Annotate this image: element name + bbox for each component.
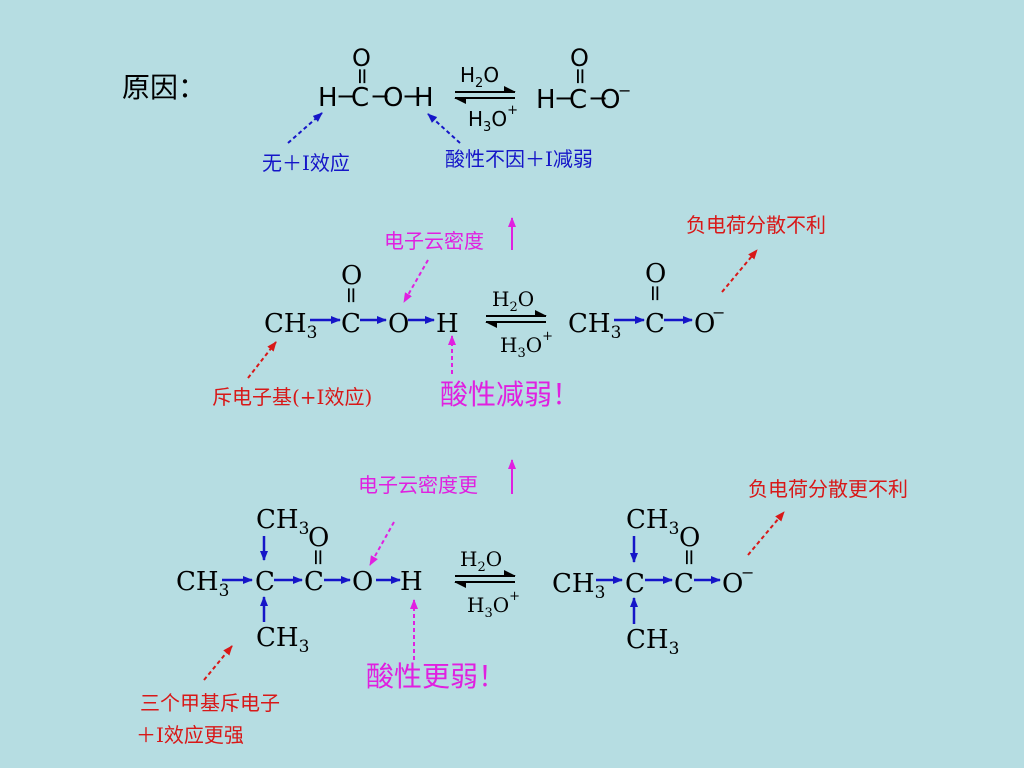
svg-text:CH3: CH3 bbox=[568, 309, 621, 343]
formic-h-left: H bbox=[318, 83, 338, 113]
svg-text:CH3: CH3 bbox=[626, 625, 679, 659]
svg-text:CH3: CH3 bbox=[176, 567, 229, 601]
formic-note-right: 酸性不因＋I减弱 bbox=[445, 147, 593, 171]
svg-text:C: C bbox=[569, 85, 587, 115]
acetic-acid-structure: O = CH3 C O H bbox=[264, 261, 459, 343]
acetic-donor-arrow bbox=[247, 341, 277, 379]
svg-text:C: C bbox=[304, 567, 324, 597]
acetic-donor-note: 斥电子基(+I效应) bbox=[212, 385, 372, 409]
svg-text:H2O: H2O bbox=[492, 287, 534, 315]
acetic-density-pointer bbox=[403, 259, 429, 303]
svg-text:O: O bbox=[722, 569, 743, 599]
svg-text:H3O+: H3O+ bbox=[500, 329, 553, 361]
svg-text:O: O bbox=[352, 567, 373, 597]
formic-acid-structure: O = H − C − O − H bbox=[318, 44, 434, 113]
svg-text:=: = bbox=[642, 284, 667, 302]
svg-text:=: = bbox=[305, 548, 330, 566]
svg-text:C: C bbox=[625, 569, 645, 599]
acetic-dispersion-note: 负电荷分散不利 bbox=[686, 213, 826, 237]
pivalic-density-pointer bbox=[369, 521, 395, 566]
acetic-acidity-note: 酸性减弱！ bbox=[440, 378, 580, 411]
svg-text:O: O bbox=[645, 259, 666, 289]
svg-text:CH3: CH3 bbox=[626, 505, 679, 539]
svg-text:H: H bbox=[536, 85, 556, 115]
pivalic-dispersion-arrow bbox=[747, 511, 785, 556]
svg-text:O: O bbox=[341, 261, 362, 291]
svg-text:CH3: CH3 bbox=[256, 623, 309, 657]
formic-c: C bbox=[351, 83, 369, 113]
svg-text:H3O+: H3O+ bbox=[467, 589, 520, 621]
svg-text:O: O bbox=[694, 309, 715, 339]
svg-text:H3O+: H3O+ bbox=[468, 103, 518, 135]
formic-note-left: 无＋I效应 bbox=[262, 151, 350, 175]
svg-text:−: − bbox=[588, 84, 608, 112]
pivalic-donor-note-line2: ＋I效应更强 bbox=[136, 723, 244, 747]
formic-equilibrium: H2O H3O+ bbox=[454, 63, 518, 135]
formic-note-right-arrow bbox=[427, 113, 461, 144]
svg-text:C: C bbox=[645, 309, 665, 339]
pivalic-dispersion-note: 负电荷分散更不利 bbox=[748, 477, 908, 501]
svg-text:O: O bbox=[388, 309, 409, 339]
svg-text:O: O bbox=[308, 523, 329, 553]
pivalic-donor-note-line1: 三个甲基斥电子 bbox=[140, 691, 280, 715]
svg-text:−: − bbox=[554, 84, 574, 112]
acetate-structure: O = CH3 C O − bbox=[568, 259, 725, 343]
svg-text:C: C bbox=[341, 309, 361, 339]
svg-text:H2O: H2O bbox=[460, 547, 502, 575]
pivalic-acid-structure: CH3 O = CH3 C C O H CH3 bbox=[176, 505, 423, 657]
formic-bond-1: − bbox=[336, 82, 356, 110]
svg-text:=: = bbox=[567, 67, 592, 85]
acetic-density-note: 电子云密度 bbox=[384, 229, 484, 253]
svg-text:=: = bbox=[676, 548, 701, 566]
formic-bond-3: − bbox=[402, 82, 422, 110]
svg-text:−: − bbox=[618, 81, 631, 100]
svg-text:H2O: H2O bbox=[460, 63, 499, 91]
svg-text:CH3: CH3 bbox=[264, 309, 317, 343]
formic-o-top: O bbox=[352, 44, 371, 72]
svg-text:C: C bbox=[674, 569, 694, 599]
acetic-dispersion-arrow bbox=[721, 249, 758, 293]
pivalic-equilibrium: H2O H3O+ bbox=[454, 547, 520, 621]
formic-o: O bbox=[383, 83, 403, 113]
formate-structure: O = H − C − O − bbox=[536, 44, 631, 115]
formic-bond-2: − bbox=[370, 82, 390, 110]
svg-text:H: H bbox=[436, 309, 459, 339]
svg-text:H: H bbox=[400, 567, 423, 597]
pivalic-acidity-note: 酸性更弱！ bbox=[366, 660, 506, 693]
svg-text:O: O bbox=[679, 523, 700, 553]
formic-double-bond: = bbox=[349, 67, 374, 85]
pivalic-density-note: 电子云密度更 bbox=[358, 473, 478, 497]
title-label: 原因： bbox=[122, 71, 206, 104]
svg-text:CH3: CH3 bbox=[256, 505, 309, 539]
svg-text:C: C bbox=[255, 567, 275, 597]
svg-text:O: O bbox=[570, 44, 589, 72]
pivalic-donor-arrow bbox=[203, 645, 233, 681]
formic-note-left-arrow bbox=[287, 112, 323, 144]
svg-text:O: O bbox=[600, 85, 620, 115]
formic-h-right: H bbox=[414, 83, 434, 113]
svg-text:−: − bbox=[712, 303, 725, 322]
svg-text:=: = bbox=[338, 286, 363, 304]
acetic-equilibrium: H2O H3O+ bbox=[485, 287, 553, 361]
svg-text:CH3: CH3 bbox=[552, 569, 605, 603]
svg-text:−: − bbox=[741, 563, 754, 582]
pivalate-structure: CH3 O = CH3 C C O − CH3 bbox=[552, 505, 754, 659]
